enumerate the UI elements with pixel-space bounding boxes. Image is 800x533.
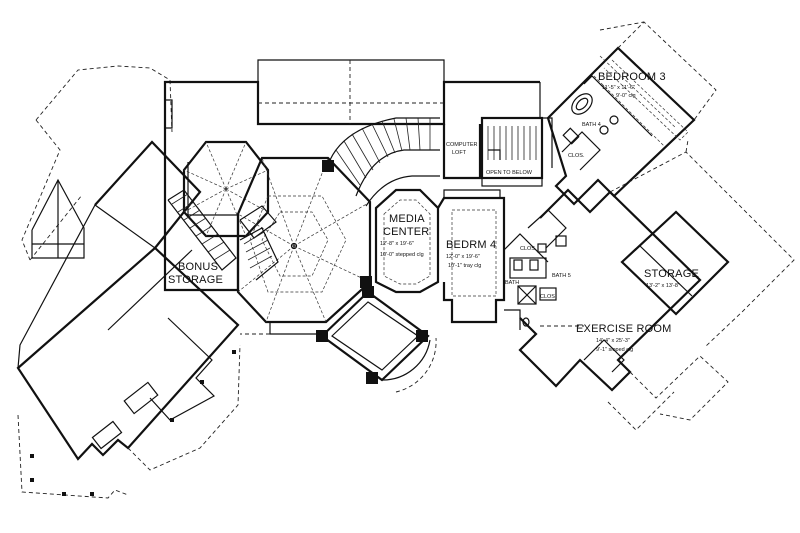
room-labels: BEDROOM 3 11'-5" x 11'-6" 9'-0" clg BATH…	[168, 71, 699, 353]
bath5-label: BATH 5	[552, 273, 571, 279]
open-to-below-label: OPEN TO BELOW	[486, 170, 533, 176]
bedroom3-ceiling: 9'-0" clg	[616, 93, 636, 99]
bedroom3-closet-label: CLOS.	[568, 153, 585, 159]
curved-stairs	[329, 117, 440, 207]
computer-loft-label-line2: LOFT	[452, 150, 467, 156]
bonus-storage-line2: STORAGE	[168, 274, 223, 286]
bedroom3-wing	[546, 21, 717, 206]
closet-a-label: CLOS.	[520, 246, 537, 252]
exercise-room-dims: 14'-4" x 25'-3"	[596, 338, 630, 344]
bath4-label: BATH 4	[582, 122, 601, 128]
bedroom4-dims: 12'-0" x 19'-6"	[446, 254, 480, 260]
deck-posts	[30, 350, 236, 496]
storage-exercise-wing	[503, 139, 795, 431]
bedroom4-ceiling: 10'-1" tray clg	[448, 263, 481, 269]
exercise-room-name: EXERCISE ROOM	[576, 323, 672, 335]
closet-b-label: CLOS.	[540, 294, 557, 300]
storage-dims: 13'-2" x 13'-8"	[646, 283, 680, 289]
bedroom3-name: BEDROOM 3	[598, 71, 666, 83]
bedroom3-dims: 11'-5" x 11'-6"	[602, 85, 635, 91]
bedroom4-name: BEDRM 4	[446, 239, 496, 251]
left-wing	[16, 65, 241, 499]
media-center-name-line2: CENTER	[383, 226, 429, 238]
bonus-storage-line1: BONUS	[178, 261, 218, 273]
media-bedroom-block	[374, 82, 553, 324]
exercise-room-ceiling: 9'-1" sloped clg	[596, 347, 633, 353]
left-stairs	[167, 189, 237, 271]
media-center-ceiling: 10'-0" stepped clg	[380, 252, 424, 258]
computer-loft-label-line1: COMPUTER	[446, 142, 478, 148]
media-center-name-line1: MEDIA	[389, 213, 425, 225]
media-center-dims: 12'-8" x 19'-6"	[380, 241, 414, 247]
storage-name: STORAGE	[644, 268, 699, 280]
bath-label: BATH	[505, 280, 519, 286]
inner-stairs	[239, 205, 279, 281]
